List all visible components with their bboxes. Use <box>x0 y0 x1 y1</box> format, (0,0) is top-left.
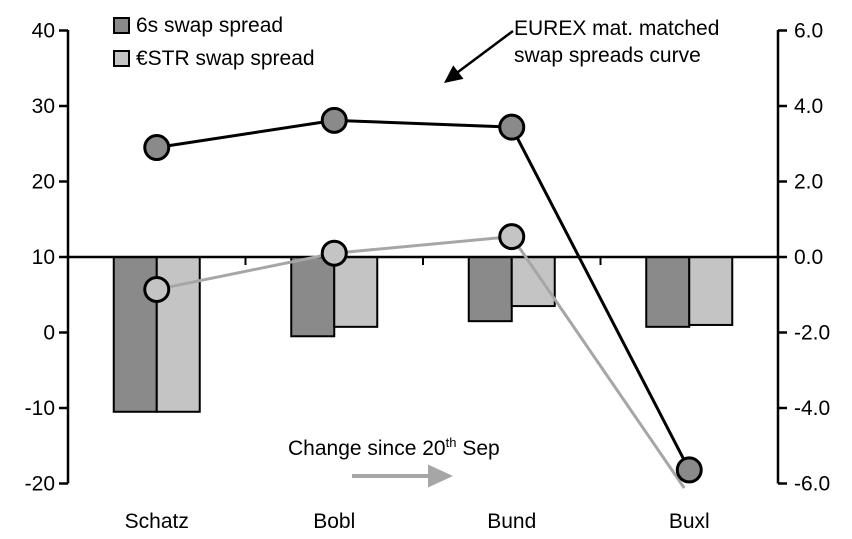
left-axis-tick-label: -10 <box>25 397 55 420</box>
legend-label-estr: €STR swap spread <box>136 47 315 70</box>
bar-series1-bobl <box>333 256 379 328</box>
x-axis-label-schatz: Schatz <box>125 510 189 533</box>
legend-swatch-6s <box>113 17 130 34</box>
left-axis-tick-label: 20 <box>32 171 55 194</box>
left-axis-tick-label: -20 <box>25 473 55 496</box>
annotation-change-suffix: Sep <box>456 437 500 460</box>
legend-label-6s: 6s swap spread <box>136 14 284 37</box>
annotation-eurex-line1: EUREX mat. matched <box>514 17 720 40</box>
left-axis-tick-label: 0 <box>43 322 55 345</box>
annotation-eurex-curve-label: EUREX mat. matched swap spreads curve <box>514 15 719 69</box>
bar-series0-buxl <box>645 256 691 328</box>
marker-estr-bund <box>498 223 526 251</box>
bar-series0-bobl <box>290 256 336 338</box>
right-axis-tick-label: 0.0 <box>794 246 823 269</box>
bar-series0-bund <box>467 256 513 323</box>
marker-6s-buxl <box>675 456 703 484</box>
legend-item-6s-swap-spread: 6s swap spread <box>113 13 315 38</box>
right-axis-tick-label: -6.0 <box>794 473 830 496</box>
right-axis-tick-label: 2.0 <box>794 171 823 194</box>
eurex-arrow-shaft <box>455 29 514 75</box>
annotation-change-superscript: th <box>445 435 457 450</box>
x-axis-label-bobl: Bobl <box>313 510 355 533</box>
right-axis-tick-label: 4.0 <box>794 95 823 118</box>
right-axis-tick-label: -4.0 <box>794 397 830 420</box>
left-axis-tick-label: 30 <box>32 95 55 118</box>
left-axis-tick-label: 10 <box>32 246 55 269</box>
x-axis-label-bund: Bund <box>487 510 536 533</box>
marker-estr-bobl <box>320 239 348 267</box>
legend-swatch-estr <box>113 50 130 67</box>
left-axis-tick-label: 40 <box>32 20 55 43</box>
annotation-change-prefix: Change since 20 <box>288 437 446 460</box>
right-axis-tick-label: -2.0 <box>794 322 830 345</box>
annotation-eurex-line2: swap spreads curve <box>514 44 701 67</box>
annotation-change-since: Change since 20th Sep <box>288 435 500 461</box>
marker-6s-bobl <box>320 106 348 134</box>
bar-series1-buxl <box>688 256 734 326</box>
right-axis-tick-label: 6.0 <box>794 20 823 43</box>
line-series-6s-curve <box>156 118 691 471</box>
legend-item-estr-swap-spread: €STR swap spread <box>113 46 315 71</box>
line-series-estr-curve <box>156 235 686 489</box>
marker-estr-schatz <box>143 275 171 303</box>
marker-6s-bund <box>498 113 526 141</box>
x-axis-label-buxl: Buxl <box>669 510 710 533</box>
eurex-arrow-head <box>444 65 464 83</box>
legend: 6s swap spread €STR swap spread <box>113 13 315 71</box>
bar-series1-bund <box>510 256 556 308</box>
change-arrow-head <box>428 464 453 488</box>
marker-6s-schatz <box>143 134 171 162</box>
